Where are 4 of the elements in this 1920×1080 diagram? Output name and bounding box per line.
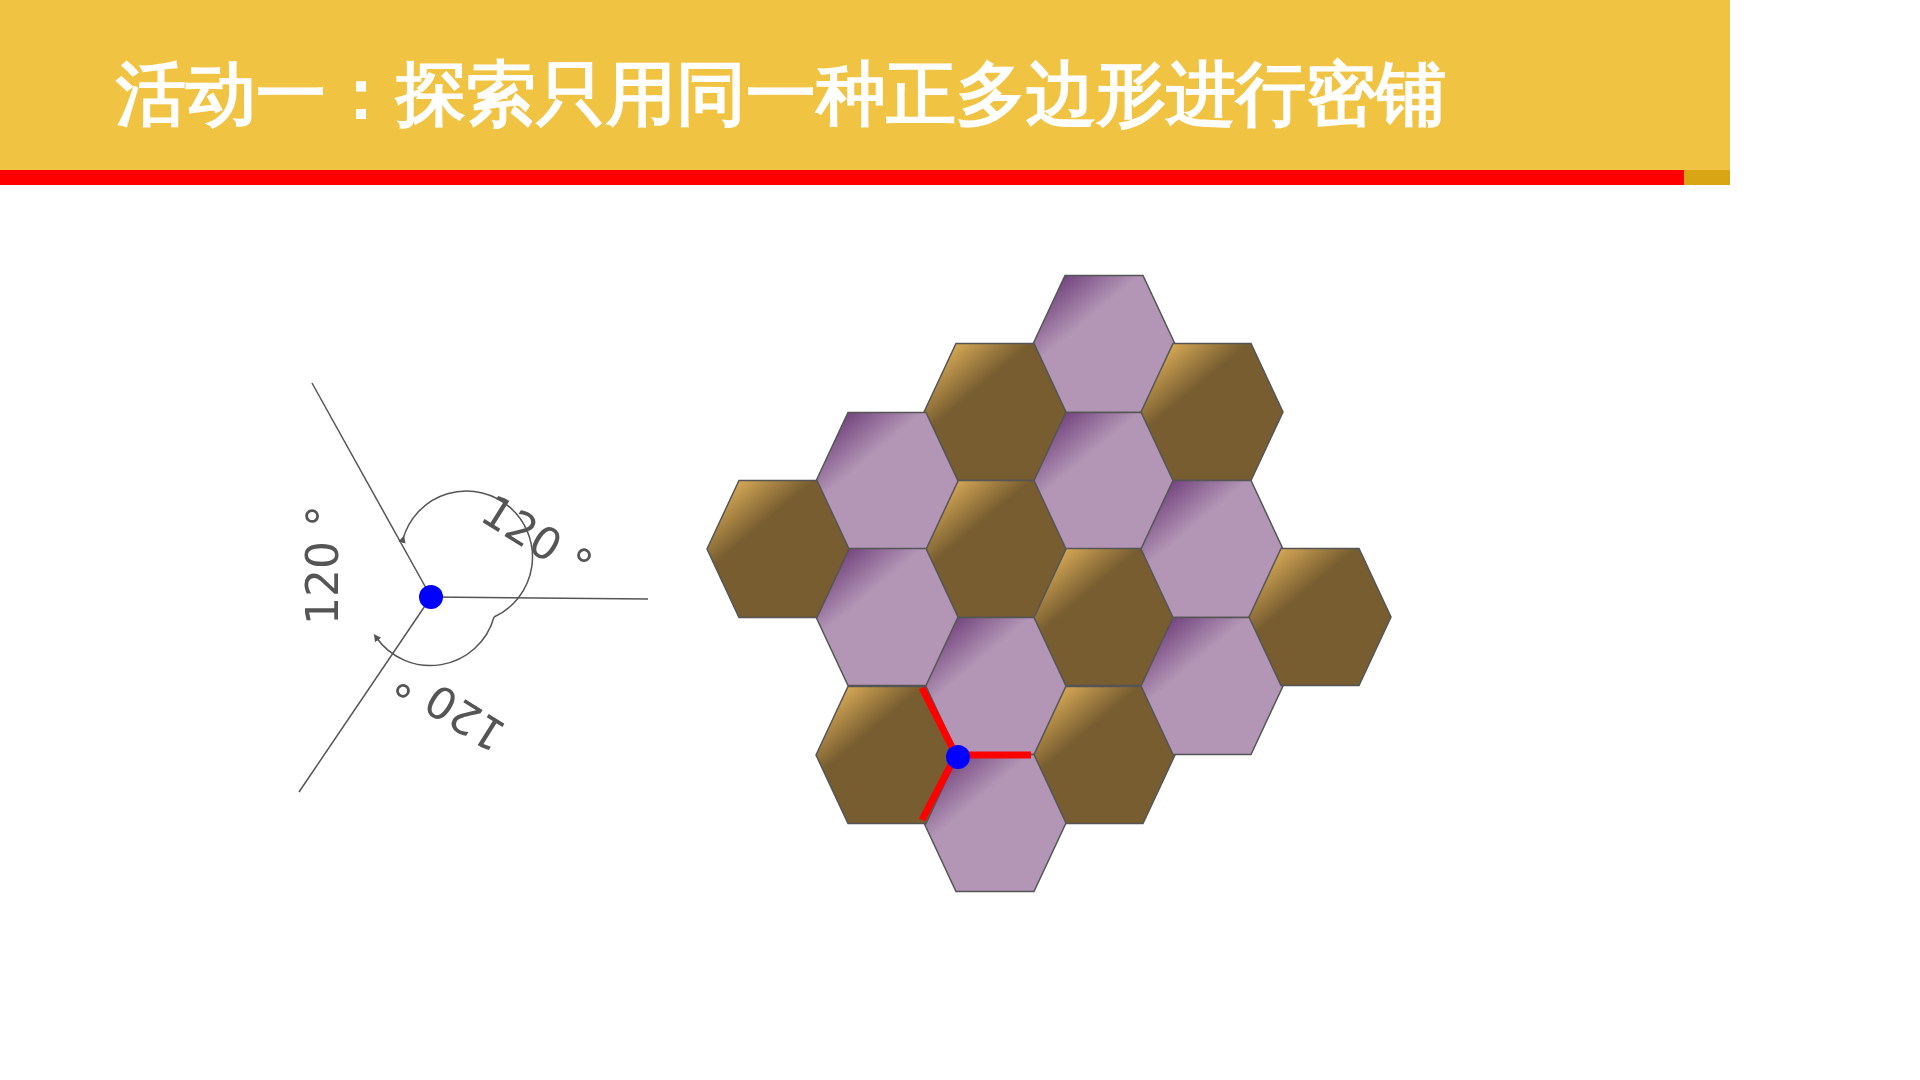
angle-label: 120 ° xyxy=(296,505,348,625)
slide-title: 活动一：探索只用同一种正多边形进行密铺 xyxy=(116,52,1446,136)
angle-label: 120 ° xyxy=(472,484,602,592)
angle-label: 120 ° xyxy=(385,654,515,762)
